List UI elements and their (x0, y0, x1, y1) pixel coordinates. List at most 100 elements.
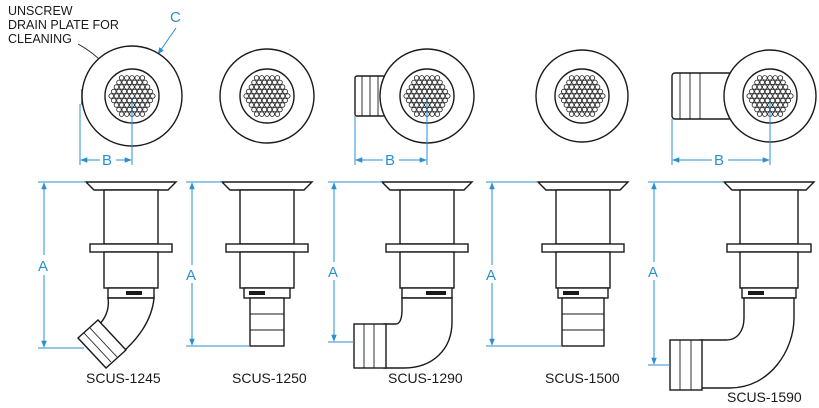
barb-ring (89, 327, 118, 358)
hose-barb (669, 339, 703, 391)
drain-hole (772, 111, 778, 117)
drain-hole (568, 75, 575, 81)
body-tube (239, 189, 295, 245)
drain-hole (579, 102, 585, 108)
b-label: B (385, 152, 395, 169)
drain-hole (124, 102, 130, 108)
drain-hole (777, 102, 784, 108)
drain-hole (406, 97, 412, 104)
drain-hole (432, 97, 438, 104)
drain-hole (589, 84, 596, 90)
drain-hole (419, 84, 425, 90)
drain-hole (116, 79, 122, 86)
drain-hole (137, 88, 143, 95)
drain-hole (576, 106, 583, 113)
a-dimensions: A A A A A (38, 181, 724, 366)
drain-hole (111, 88, 117, 95)
drain-hole (246, 97, 252, 104)
drain-hole (126, 88, 133, 95)
drain-hole (568, 84, 575, 90)
drain-hole (126, 97, 133, 104)
drain-hole (137, 79, 143, 86)
drain-hole (581, 79, 588, 86)
drain-hole (256, 106, 262, 113)
side-view-scus-1250 (220, 181, 314, 347)
body-tube (103, 189, 159, 245)
drain-hole (769, 97, 776, 104)
drain-hole (274, 84, 281, 90)
drain-hole (150, 93, 156, 99)
drain-hole (574, 93, 580, 99)
clamp-screw (563, 291, 579, 295)
drain-hole (566, 79, 572, 86)
drain-hole (600, 93, 606, 99)
drain-hole (777, 75, 784, 81)
drain-hole (419, 111, 425, 117)
drain-hole (279, 93, 286, 99)
drain-hole (587, 106, 593, 113)
side-view-scus-1245 (77, 181, 178, 369)
drain-hole (256, 88, 262, 95)
drain-hole (248, 93, 255, 99)
drain-hole (759, 106, 765, 113)
drain-hole (581, 106, 588, 113)
b-dim-scus-1590: B (671, 100, 771, 169)
drain-hole (777, 111, 784, 117)
drain-hole (129, 93, 135, 99)
callout-c: C (170, 9, 181, 26)
drain-hole (571, 88, 577, 95)
plan-view-scus-1590 (671, 49, 817, 143)
drain-hole (767, 75, 773, 81)
drain-hole (777, 84, 784, 90)
drain-hole (775, 79, 781, 86)
plan-view-scus-1290 (354, 48, 475, 144)
top-flange (536, 181, 630, 191)
drain-hole (424, 84, 430, 90)
drain-hole (587, 97, 593, 104)
drain-hole (592, 106, 598, 113)
drain-hole (251, 97, 257, 104)
drain-hole (568, 93, 575, 99)
drain-hole (775, 97, 781, 104)
a-label: A (648, 264, 658, 281)
drain-hole (751, 102, 758, 108)
b-label: B (714, 152, 724, 169)
drain-hole (563, 93, 570, 99)
drain-hole (269, 102, 275, 108)
drain-hole (587, 88, 593, 95)
drain-hole (139, 84, 146, 90)
drain-hole (139, 102, 146, 108)
drain-hole (762, 93, 768, 99)
drain-hole (131, 88, 138, 95)
side-view-scus-1290 (353, 181, 474, 369)
drain-hole (754, 97, 760, 104)
drain-hole (429, 93, 435, 99)
model-label-scus-1290: SCUS-1290 (388, 370, 463, 386)
drain-hole (426, 106, 433, 113)
drain-hole (439, 102, 446, 108)
drain-hole (754, 88, 760, 95)
drain-hole (272, 88, 278, 95)
drain-hole (437, 97, 443, 104)
drain-hole (434, 75, 441, 81)
drain-hole (769, 106, 776, 113)
top-flange (722, 181, 816, 191)
model-label-scus-1245: SCUS-1245 (86, 370, 161, 386)
nut-flange (385, 243, 469, 253)
drain-hole (134, 75, 140, 81)
drain-hole (144, 84, 151, 90)
model-label-scus-1250: SCUS-1250 (232, 370, 307, 386)
drain-hole (408, 84, 415, 90)
nut-flange (726, 243, 812, 253)
drain-hole (754, 79, 760, 86)
drain-hole (579, 93, 585, 99)
drain-hole (274, 75, 281, 81)
drain-hole (253, 111, 260, 117)
a-label: A (38, 258, 48, 275)
drain-hole (754, 106, 760, 113)
drain-hole (253, 93, 260, 99)
drain-hole (413, 75, 420, 81)
drain-hole (762, 111, 768, 117)
drain-hole (419, 102, 425, 108)
drain-hole (126, 79, 133, 86)
